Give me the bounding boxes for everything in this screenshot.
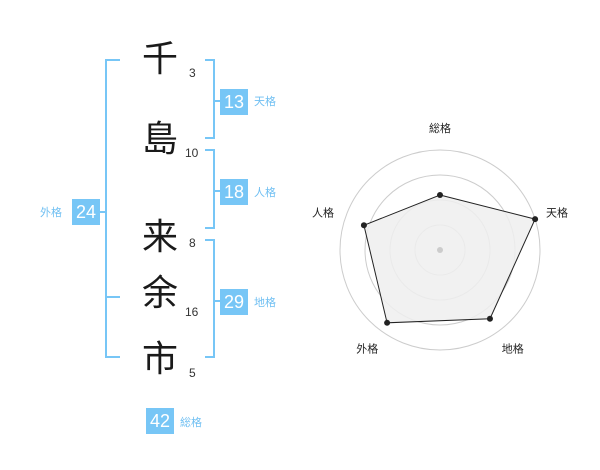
- stroke-count-1: 3: [189, 66, 196, 80]
- radar-center-dot: [437, 247, 443, 253]
- radar-axis-label-5: 人格: [312, 205, 334, 219]
- tenkaku-label: 天格: [254, 95, 276, 108]
- gaikaku-value: 24: [72, 199, 100, 225]
- chikaku-bracket: [205, 239, 220, 358]
- radar-point-1: [437, 192, 443, 198]
- radar-axis-label-3: 地格: [502, 342, 524, 356]
- name-char-4: 余: [141, 273, 178, 314]
- stroke-count-3: 8: [189, 236, 196, 250]
- soukaku-label: 総格: [180, 416, 202, 429]
- jinkaku-label: 人格: [254, 186, 276, 199]
- radar-point-4: [384, 319, 391, 326]
- name-char-1: 千: [141, 39, 178, 80]
- stroke-count-2: 10: [185, 146, 199, 160]
- radar-polygon: [363, 194, 536, 324]
- chikaku-value: 29: [220, 289, 248, 315]
- radar-point-5: [360, 222, 367, 229]
- tenkaku-value: 13: [220, 89, 248, 115]
- jinkaku-value: 18: [220, 179, 248, 205]
- name-char-2: 島: [141, 119, 178, 160]
- radar-ring: [339, 149, 541, 351]
- stroke-count-4: 16: [185, 305, 199, 319]
- name-char-3: 来: [141, 217, 178, 258]
- radar-point-2: [532, 216, 539, 223]
- radar-point-3: [486, 315, 493, 322]
- chikaku-label: 地格: [254, 296, 276, 309]
- radar-axis-label-2: 天格: [546, 205, 568, 219]
- stroke-count-5: 5: [189, 366, 196, 380]
- radar-axis-label-1: 総格: [429, 121, 451, 135]
- gaikaku-label: 外格: [40, 206, 62, 219]
- radar-axis-label-4: 外格: [356, 342, 378, 356]
- tenkaku-bracket: [205, 59, 220, 139]
- soukaku-value: 42: [146, 408, 174, 434]
- name-char-5: 市: [141, 339, 178, 380]
- jinkaku-bracket: [205, 149, 220, 229]
